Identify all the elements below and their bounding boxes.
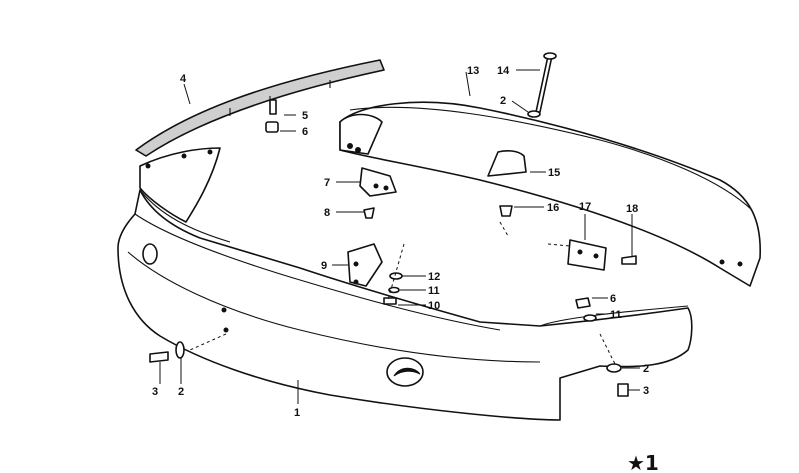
callout-8: 8 bbox=[324, 207, 330, 219]
leader-lines bbox=[159, 69, 640, 404]
screw-18 bbox=[621, 255, 637, 265]
callout-16: 16 bbox=[547, 202, 559, 214]
plate-17 bbox=[567, 239, 607, 271]
callout-5: 5 bbox=[302, 110, 308, 122]
callout-14: 14 bbox=[497, 65, 510, 77]
bracket-9 bbox=[347, 243, 383, 287]
washer-11-right bbox=[583, 314, 597, 322]
callout-9: 9 bbox=[321, 260, 327, 272]
washer-11-left bbox=[388, 286, 400, 294]
bolt-3-right bbox=[617, 383, 629, 397]
washer-2-right bbox=[606, 363, 622, 373]
bolt-3-left bbox=[149, 351, 169, 363]
bracket-7 bbox=[359, 167, 397, 197]
stud-5 bbox=[269, 99, 277, 115]
washer-2-left bbox=[175, 341, 185, 359]
clip-16 bbox=[499, 205, 513, 217]
nut-6-top bbox=[265, 121, 279, 133]
bracket-15 bbox=[487, 150, 527, 177]
screw-8 bbox=[363, 207, 375, 219]
callout-1: 1 bbox=[294, 407, 300, 419]
bolt-10 bbox=[383, 297, 397, 305]
callout-13: 13 bbox=[467, 65, 479, 77]
callout-15: 15 bbox=[548, 167, 560, 179]
callout-2: 2 bbox=[643, 363, 649, 375]
callout-2: 2 bbox=[178, 386, 184, 398]
callout-12: 12 bbox=[428, 271, 440, 283]
callout-3: 3 bbox=[152, 386, 158, 398]
callout-11: 11 bbox=[428, 285, 440, 297]
bolt-14 bbox=[535, 52, 557, 113]
upper-cover bbox=[339, 101, 761, 287]
callout-11: 11 bbox=[610, 309, 622, 321]
callout-6: 6 bbox=[302, 126, 308, 138]
left-corner-trim bbox=[139, 147, 221, 223]
callout-4: 4 bbox=[180, 73, 187, 85]
washer-2-top bbox=[527, 110, 541, 118]
nut-6-right bbox=[575, 297, 591, 309]
callout-10: 10 bbox=[428, 300, 440, 312]
callout-7: 7 bbox=[324, 177, 330, 189]
callout-labels: 1 2 2 2 3 3 4 5 6 6 7 8 9 10 11 11 12 13… bbox=[152, 65, 649, 419]
fastener-12 bbox=[389, 272, 403, 280]
callout-3: 3 bbox=[643, 385, 649, 397]
callout-2: 2 bbox=[500, 95, 506, 107]
callout-17: 17 bbox=[579, 201, 591, 213]
corner-mark: ★1 bbox=[627, 451, 659, 473]
callout-6: 6 bbox=[610, 293, 616, 305]
callout-18: 18 bbox=[626, 203, 638, 215]
